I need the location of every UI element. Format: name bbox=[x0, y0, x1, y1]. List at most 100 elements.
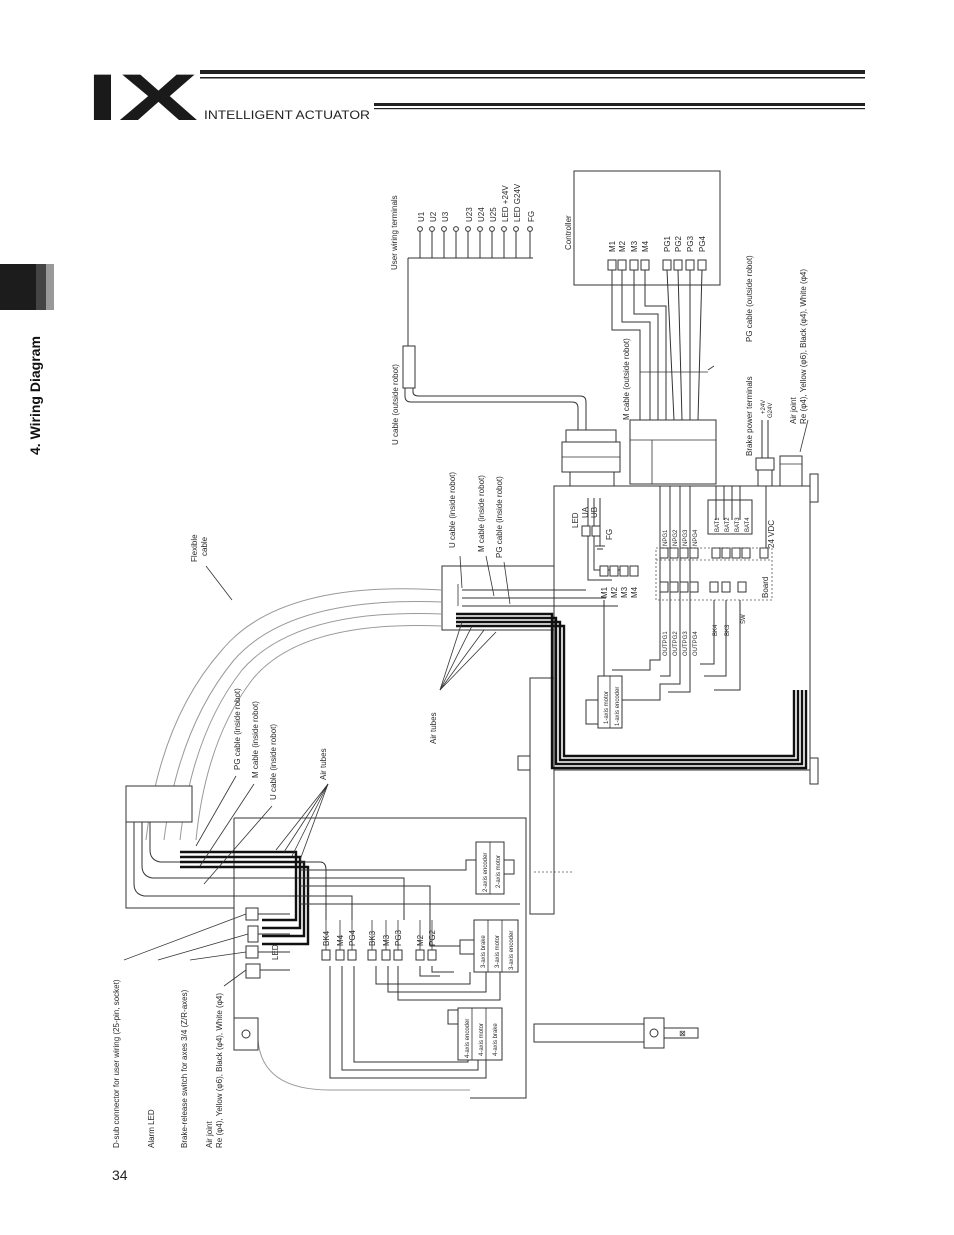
axis1-mount bbox=[585, 699, 599, 725]
bat-connector bbox=[731, 547, 741, 559]
arm-cable-block bbox=[125, 785, 193, 823]
axis4-unit: 4-axis encoder 4-axis motor 4-axis brake bbox=[447, 1007, 503, 1061]
air-tube-leader bbox=[439, 629, 485, 691]
outpg4-wire bbox=[668, 600, 691, 693]
header-rule-bottom bbox=[374, 103, 865, 106]
air-joint-left-hole bbox=[241, 1029, 251, 1039]
tab-block-mid bbox=[36, 264, 46, 310]
arm-w9 bbox=[375, 966, 471, 985]
u-cable-gland bbox=[561, 429, 621, 487]
arm-connector-label: M2 bbox=[416, 934, 425, 946]
arm-air-tube-leader bbox=[299, 783, 329, 861]
base-m-connector bbox=[619, 565, 629, 577]
controller-port-label: M2 bbox=[618, 240, 627, 252]
outpg-label: OUTPG1 bbox=[663, 631, 669, 656]
npg-label: NPG1 bbox=[663, 529, 669, 546]
gland-nut bbox=[565, 429, 617, 443]
arm-pg-cable bbox=[133, 822, 300, 897]
controller-port-label: M3 bbox=[630, 240, 639, 252]
arm-w13 bbox=[431, 966, 454, 973]
arm-connector-label: BK4 bbox=[322, 930, 331, 946]
bat-label: BAT4 bbox=[745, 517, 751, 532]
controller-port-label: PG4 bbox=[698, 235, 707, 252]
brake-gland-base bbox=[757, 469, 773, 487]
terminal-label: U2 bbox=[429, 211, 438, 222]
sw-label: SW bbox=[741, 614, 747, 624]
flexible-cable-leader bbox=[205, 565, 233, 601]
base-m-label: M4 bbox=[630, 586, 639, 598]
brake-gland bbox=[755, 457, 775, 471]
arm-connector-label: PG3 bbox=[394, 929, 403, 946]
m-cable-wire-1 bbox=[611, 270, 641, 420]
bat-wires bbox=[715, 486, 741, 520]
flexible-cable-label-2: cable bbox=[200, 536, 209, 556]
air-joint-right bbox=[779, 455, 803, 487]
alarm-led-device bbox=[247, 925, 259, 943]
arm-connector bbox=[393, 949, 403, 961]
bat-block bbox=[707, 499, 753, 535]
pg-cable-outside-label: PG cable (outside robot) bbox=[745, 255, 754, 342]
brake-power-terminals-label: Brake power terminals bbox=[745, 376, 754, 456]
arm-connector bbox=[347, 949, 357, 961]
axis4-body bbox=[457, 1007, 503, 1061]
base-cable-bundle: U cable (inside robot) M cable (inside r… bbox=[429, 472, 808, 770]
air-joint-right-leader bbox=[799, 419, 809, 453]
flex-cable-outer bbox=[145, 588, 443, 841]
terminal-label: U1 bbox=[417, 211, 426, 222]
axis3-mount bbox=[459, 939, 475, 955]
arm-u-cable bbox=[149, 822, 300, 863]
tab-block-dark bbox=[0, 264, 36, 310]
base-foot-bottom bbox=[809, 757, 819, 785]
npg-label: NPG2 bbox=[673, 529, 679, 546]
pg2-leader bbox=[195, 775, 237, 847]
alarm-led-label: Alarm LED bbox=[147, 1109, 156, 1148]
arm-air-tube-leader bbox=[283, 783, 329, 853]
controller-cables: M cable (outside robot) PG cable (outsid… bbox=[611, 255, 754, 485]
axis3-unit: 3-axis brake 3-axis motor 3-axis encoder bbox=[459, 919, 519, 973]
base-m-connector bbox=[599, 565, 609, 577]
header-rule-bottom-thin bbox=[374, 108, 865, 110]
u-cable-outside-label: U cable (outside robot) bbox=[391, 364, 400, 445]
gland-base bbox=[569, 471, 615, 487]
controller-port bbox=[685, 259, 695, 271]
air-tube bbox=[456, 612, 808, 770]
arm-connector bbox=[427, 949, 437, 961]
outpg-connector bbox=[689, 581, 699, 593]
arm-w11 bbox=[397, 966, 501, 1001]
tab-block-light bbox=[46, 264, 54, 310]
shaft-collar bbox=[643, 1017, 665, 1049]
arm-connector-label: PG2 bbox=[428, 929, 437, 946]
pg-cable-wire-4 bbox=[697, 269, 703, 421]
bat-connector bbox=[721, 547, 731, 559]
u-cable-inside-label-2: U cable (inside robot) bbox=[269, 724, 278, 800]
led-wire bbox=[587, 498, 612, 581]
arm-connector bbox=[367, 949, 377, 961]
controller-port-label: PG1 bbox=[663, 235, 672, 252]
base-column bbox=[529, 677, 555, 915]
terminal-pin bbox=[453, 226, 459, 232]
air-joint-left-leader bbox=[223, 969, 247, 987]
outpg1-wire bbox=[612, 600, 661, 671]
base-m-connector bbox=[629, 565, 639, 577]
pg-cable-wire-2 bbox=[677, 269, 683, 421]
bk-connector bbox=[709, 581, 719, 593]
terminal-pin bbox=[477, 226, 483, 232]
axis3-brake-label: 3-axis brake bbox=[481, 935, 487, 968]
terminal-label: U25 bbox=[489, 207, 498, 222]
arm-outline bbox=[234, 817, 527, 1099]
plus24v-label: +24V bbox=[761, 400, 767, 414]
m-cable-wire-4 bbox=[644, 270, 667, 420]
arm-connector-label: BK3 bbox=[368, 930, 377, 946]
terminal-pin bbox=[429, 226, 435, 232]
base-m-label: M3 bbox=[620, 586, 629, 598]
arm-w7 bbox=[341, 966, 479, 1071]
sw-wire bbox=[714, 600, 741, 691]
shaft-collar-hole bbox=[649, 1028, 659, 1038]
npg-connector bbox=[689, 547, 699, 559]
arm-connector-label: M3 bbox=[382, 934, 391, 946]
npg-connector bbox=[669, 547, 679, 559]
axis2-mount bbox=[503, 859, 515, 875]
arm-connector-label: PG4 bbox=[348, 929, 357, 946]
air-tubes-label-2: Air tubes bbox=[319, 748, 328, 780]
